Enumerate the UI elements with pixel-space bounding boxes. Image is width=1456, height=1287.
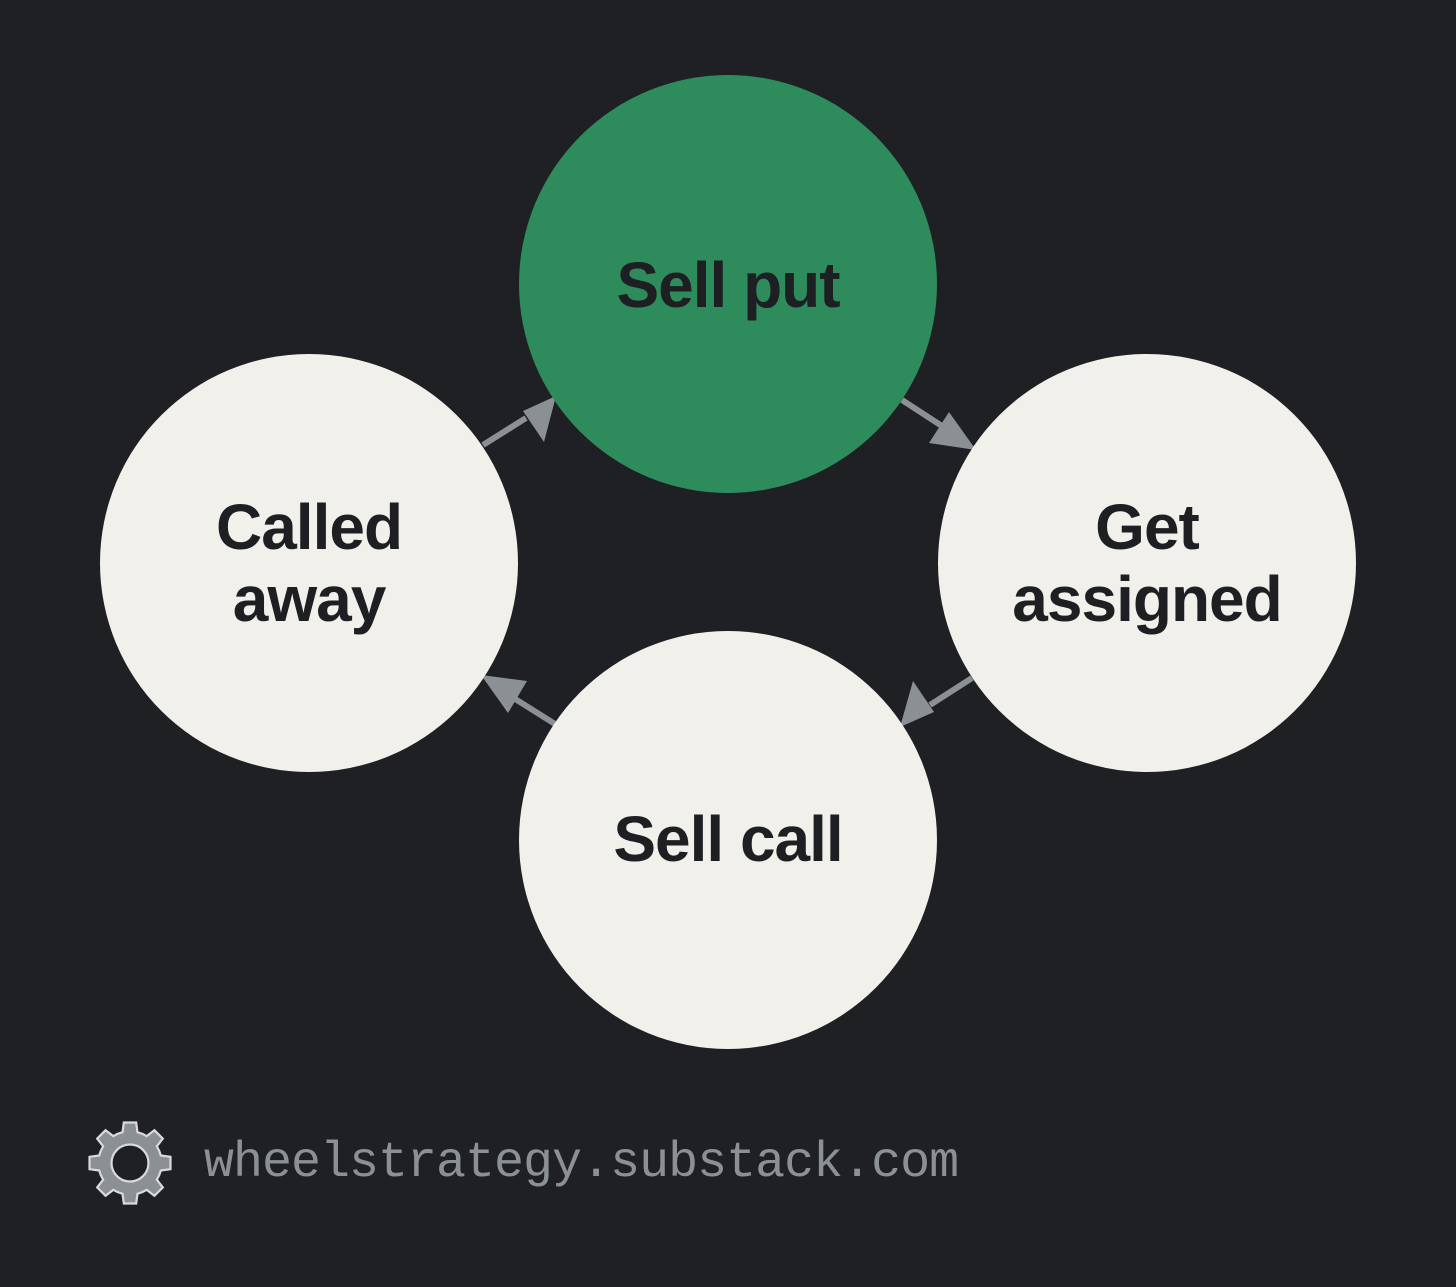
arrow-get-assigned-to-sell-call bbox=[900, 675, 974, 727]
site-url: wheelstrategy.substack.com bbox=[204, 1134, 959, 1192]
node-label-sell-put: Sell put bbox=[616, 249, 840, 321]
node-get-assigned: Get assigned bbox=[938, 354, 1356, 772]
gear-icon bbox=[88, 1121, 172, 1205]
node-label-sell-call: Sell call bbox=[613, 803, 843, 875]
arrow-called-away-to-sell-put bbox=[481, 396, 556, 448]
node-called-away: Called away bbox=[100, 354, 518, 772]
node-sell-put: Sell put bbox=[519, 75, 937, 493]
arrow-sell-call-to-called-away bbox=[481, 675, 557, 727]
node-label-called-away: Called away bbox=[215, 491, 403, 635]
arrow-sell-put-to-get-assigned bbox=[900, 397, 976, 450]
node-label-get-assigned: Get assigned bbox=[1012, 491, 1282, 635]
node-sell-call: Sell call bbox=[519, 631, 937, 1049]
footer: wheelstrategy.substack.com bbox=[86, 1118, 959, 1208]
